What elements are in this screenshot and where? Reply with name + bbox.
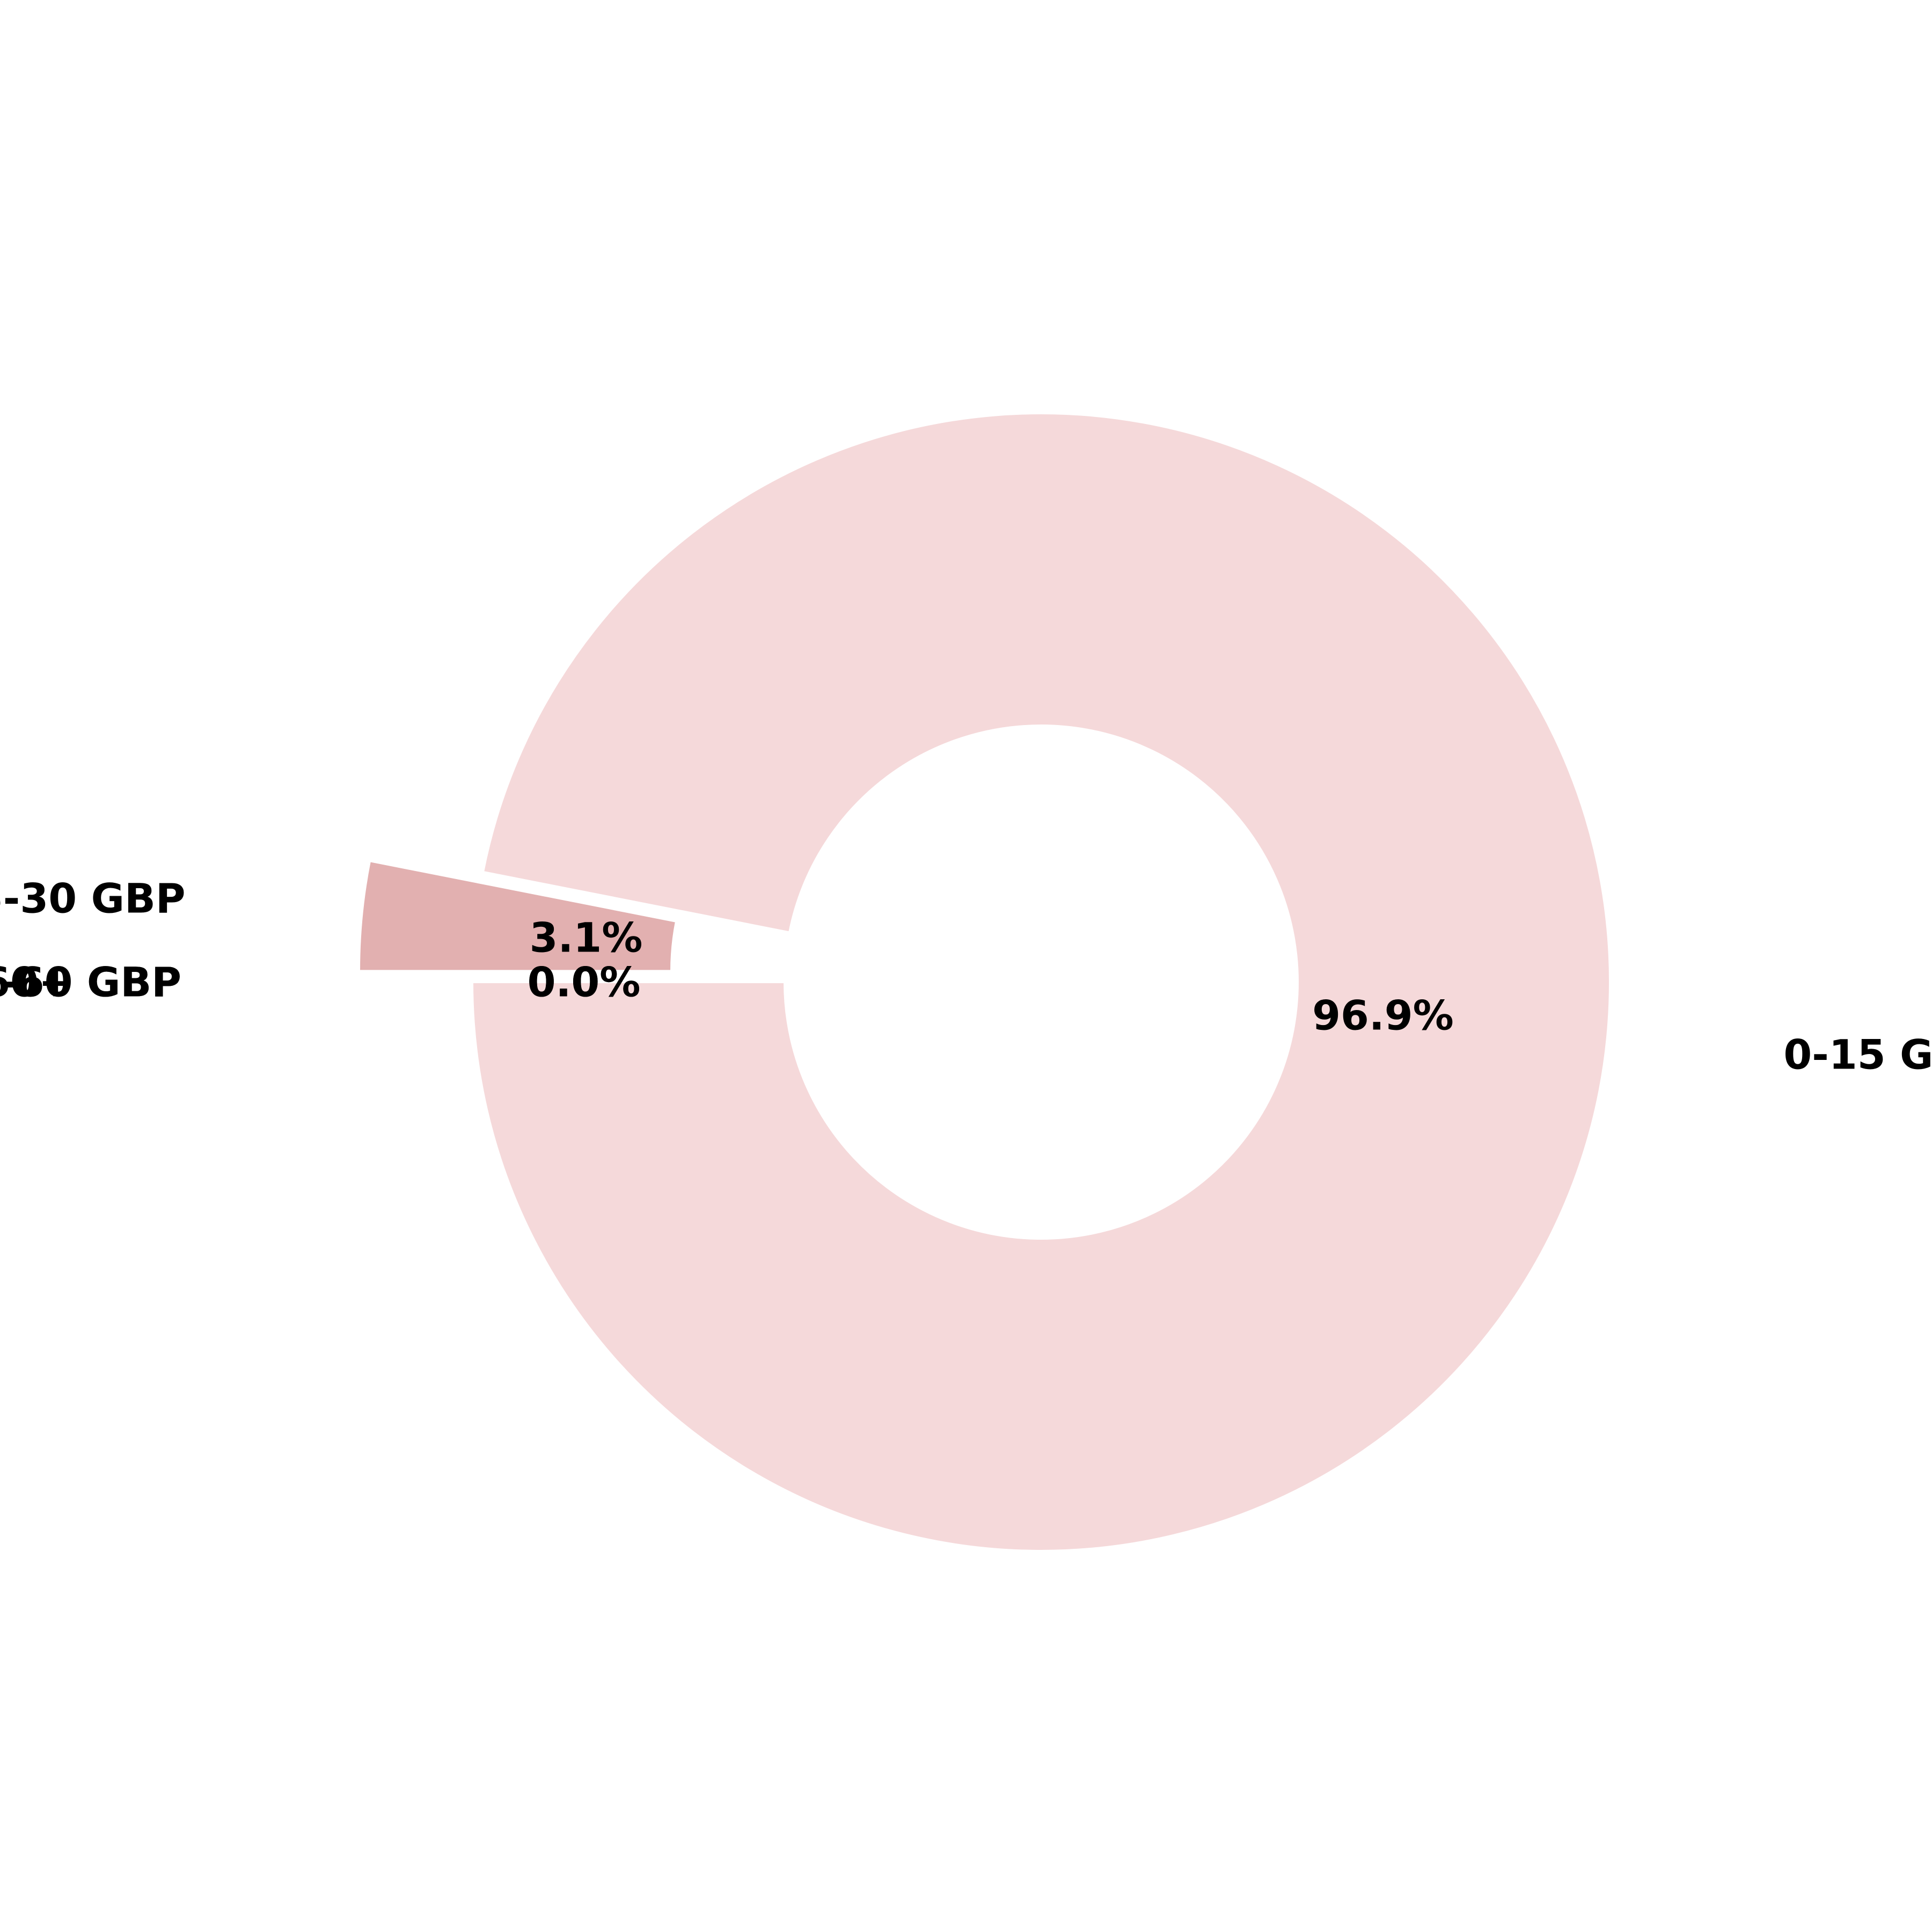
category-label-60-gbp: 60+ GBP	[0, 958, 181, 1006]
category-label-0-15-gbp: 0-15 GBP	[1783, 1031, 1932, 1079]
slice-0-15-gbp	[471, 412, 1611, 1552]
category-label-15-30-gbp: 15-30 GBP	[0, 875, 186, 923]
percent-label-60-gbp: 0.0%	[528, 958, 641, 1006]
percent-label-0-15-gbp: 96.9%	[1312, 992, 1454, 1040]
percent-label-30-60-gbp: 0.0%	[528, 958, 641, 1006]
labels: 0-15 GBP 96.9% 15-30 GBP 3.1% 30-60 GBP 0.0% 6…	[0, 875, 1932, 1079]
slices	[358, 412, 1611, 1552]
slice-15-30-gbp	[358, 859, 678, 972]
category-label-30-60-gbp: 30-60 GBP	[0, 958, 181, 1006]
percent-label-15-30-gbp: 3.1%	[530, 914, 643, 962]
